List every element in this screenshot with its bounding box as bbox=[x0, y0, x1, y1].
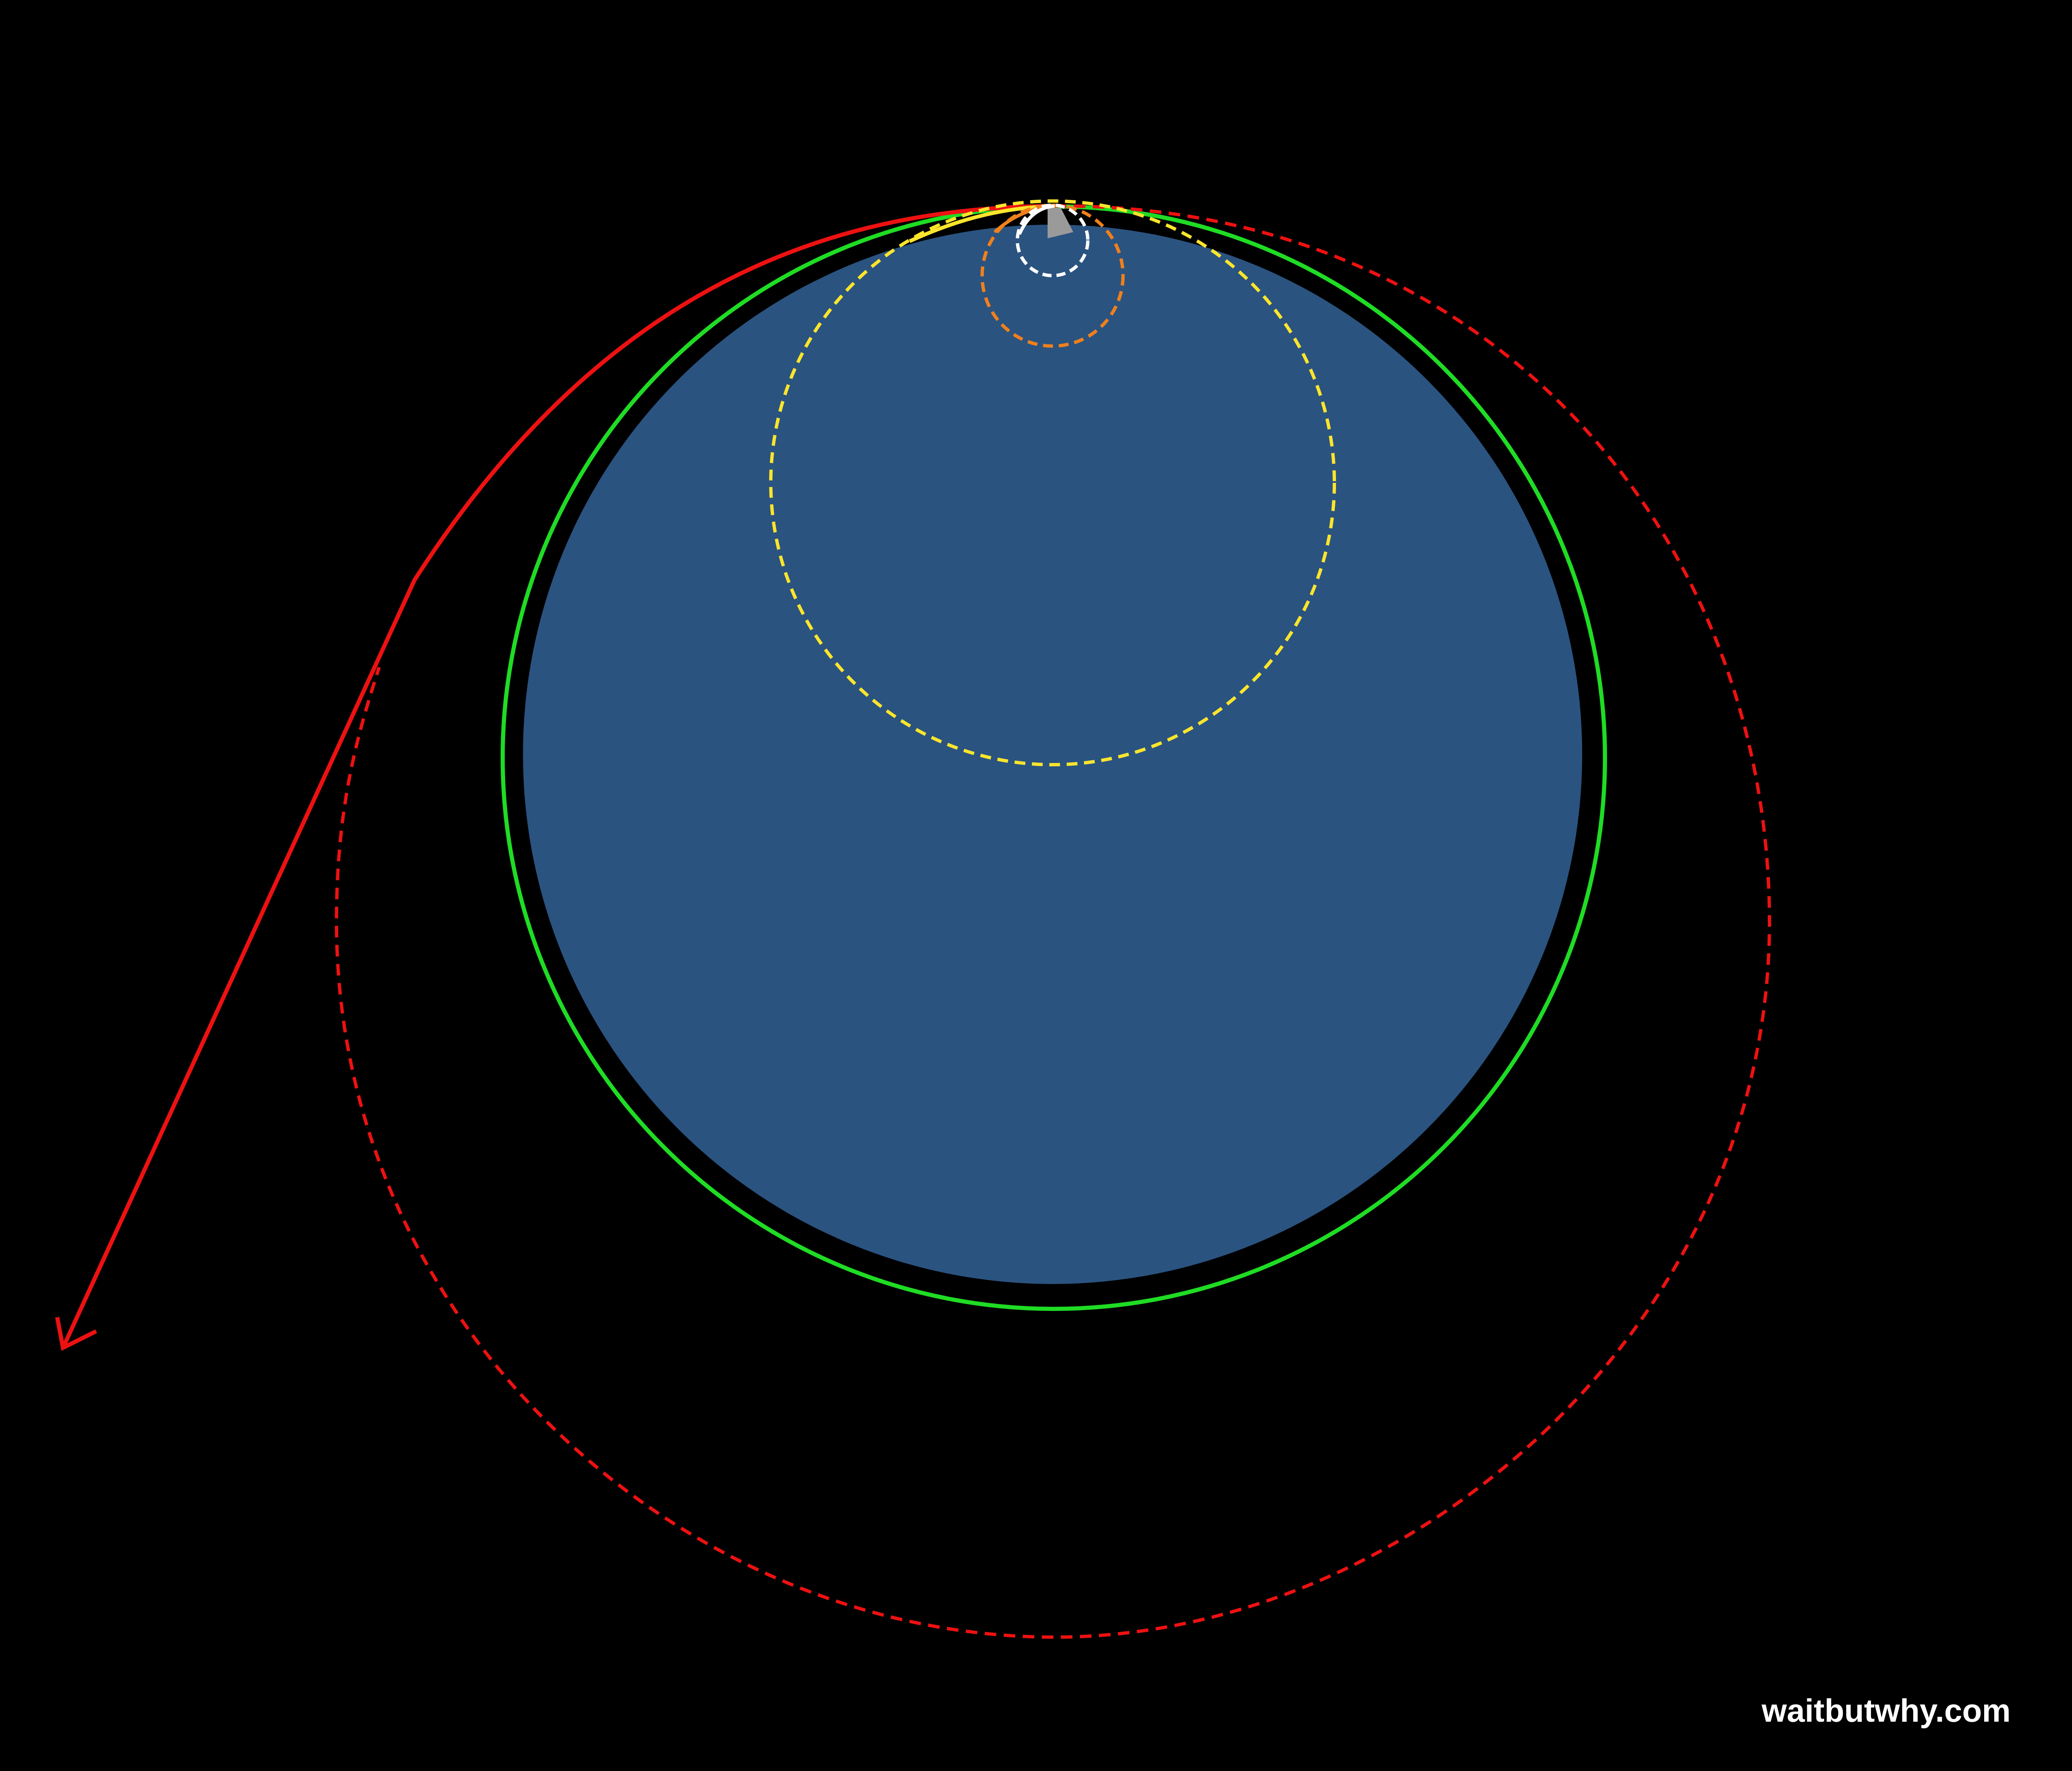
escape-arrowhead bbox=[55, 1317, 97, 1351]
watermark-text: waitbutwhy.com bbox=[1762, 1692, 2011, 1729]
small-grey-body bbox=[1048, 208, 1073, 238]
red-escape-trajectory bbox=[61, 204, 1055, 1349]
planet bbox=[523, 225, 1582, 1284]
red-dashed-elliptical-orbit bbox=[334, 204, 1772, 1639]
white-dashed-orbit bbox=[1016, 204, 1089, 277]
yellow-dashed-orbit bbox=[769, 199, 1336, 766]
white-solid-arc bbox=[1018, 204, 1055, 235]
